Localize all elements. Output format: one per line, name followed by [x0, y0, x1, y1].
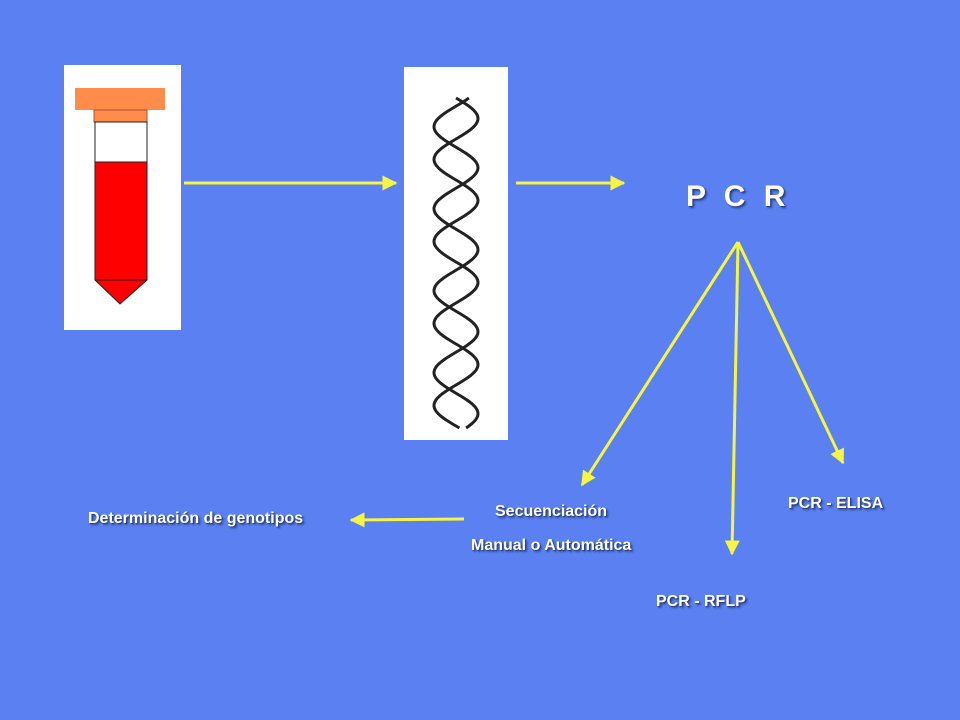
- sequencing-label: Secuenciación: [495, 503, 608, 520]
- arrow-pcr-to-elisa: [736, 241, 845, 465]
- arrow-pcr-to-rflp: [724, 241, 740, 556]
- arrow-pcr-to-sequencing: [580, 241, 740, 487]
- pcr-title: P C R: [686, 180, 788, 213]
- sequencing-mode-label: Manual o Automática: [471, 537, 632, 554]
- blood-tube-icon: [64, 65, 181, 330]
- pcr-elisa-label: PCR - ELISA: [788, 495, 884, 512]
- arrow-sequencing-to-genotyping: [349, 512, 465, 528]
- dna-helix-icon: [404, 67, 508, 440]
- pcr-rflp-label: PCR - RFLP: [656, 593, 746, 610]
- genotyping-label: Determinación de genotipos: [88, 510, 304, 527]
